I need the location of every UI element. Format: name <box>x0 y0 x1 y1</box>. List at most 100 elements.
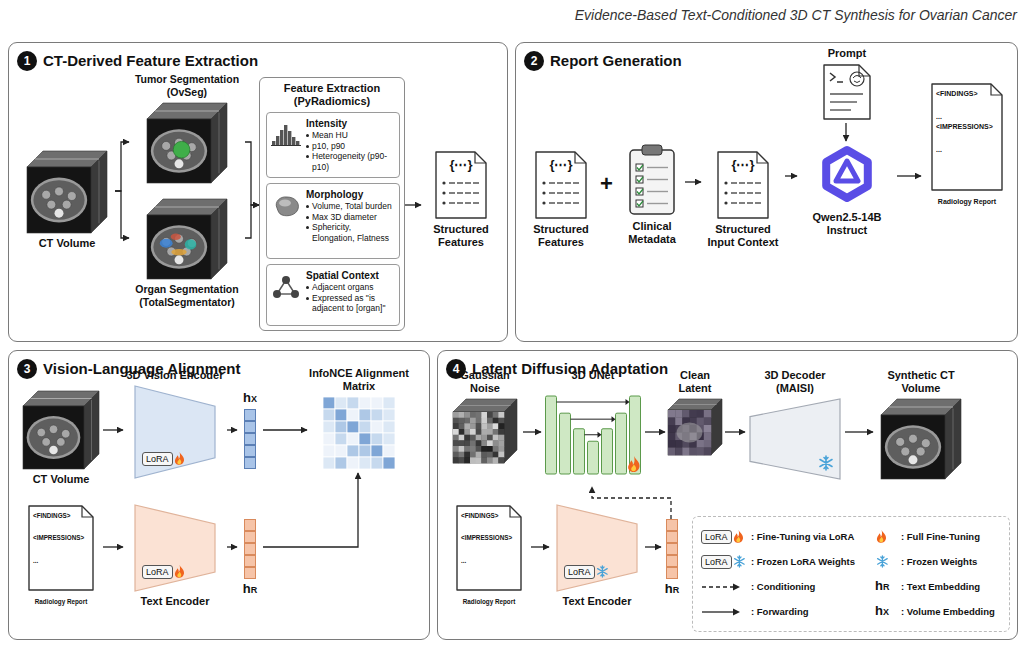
graphic-part <box>750 399 840 479</box>
panel-heading: CT-Derived Feature Extraction <box>43 51 258 71</box>
node-label: Clinical Metadata <box>619 220 685 246</box>
graphic-part <box>830 109 851 110</box>
graphic-part <box>49 446 58 455</box>
node-label: Qwen2.5-14B Instruct <box>797 211 897 237</box>
graphic-part <box>668 425 676 433</box>
cube-node: CT Volume <box>19 391 103 503</box>
graphic-part <box>820 456 832 470</box>
document-icon: <FINDINGS><IMPRESSIONS>... <box>28 505 94 591</box>
bullet-row: Expressed as "is adjacent to [organ]" <box>306 293 395 314</box>
node-label: Gaussian Noise <box>447 369 523 395</box>
graphic-part <box>464 435 470 441</box>
graphic-part <box>690 410 698 418</box>
graphic-part <box>881 399 961 479</box>
graphic-part <box>668 410 711 455</box>
graphic-part <box>160 239 173 248</box>
embedding-label: hX <box>243 391 257 406</box>
connector <box>405 204 421 205</box>
doc-node: {⋯}Structured Features <box>523 151 599 269</box>
graphic-part <box>244 519 256 579</box>
graphic-part <box>174 452 183 465</box>
enc-node: 3D Vision EncoderLoRA <box>123 369 227 487</box>
report-text: ... <box>936 112 942 122</box>
graphic-part <box>487 452 493 458</box>
unet-shape <box>543 386 643 476</box>
graphic-part <box>701 582 741 592</box>
lora-badge-group: LoRA <box>564 565 608 579</box>
graphic-part <box>549 182 579 183</box>
report-text: <IMPRESSIONS> <box>461 533 512 542</box>
doc-node: {⋯}Structured Features <box>421 151 501 269</box>
graphic-part <box>335 445 347 457</box>
legend-item: : Frozen Weights <box>875 553 1003 571</box>
graphic-part <box>323 445 335 457</box>
volume-cube <box>23 391 99 469</box>
graphic-part <box>245 532 256 543</box>
bullet-row: Max 3D diameter <box>306 212 395 223</box>
graphic-part <box>470 429 476 435</box>
report-text: ... <box>936 145 942 155</box>
document-icon: <FINDINGS>...<IMPRESSIONS>... <box>931 83 1003 191</box>
graphic-part <box>668 440 676 448</box>
icon-column <box>269 269 303 321</box>
graphic-part <box>244 409 256 469</box>
graphic-part <box>668 399 722 455</box>
doc-symbol: {⋯} <box>549 157 572 173</box>
bullet-text: Mean HU <box>312 130 348 141</box>
graphic-part <box>830 73 835 81</box>
graphic-part <box>631 465 636 472</box>
graphic-part <box>830 101 857 102</box>
connector <box>531 546 549 547</box>
graphic-part <box>84 391 99 469</box>
graphic-part <box>853 76 861 83</box>
graphic-part <box>896 437 905 446</box>
graphic-part <box>453 440 459 446</box>
graphic-part <box>543 386 643 476</box>
graphic-part <box>820 456 832 470</box>
graphic-part <box>476 446 482 452</box>
doc-node: <FINDINGS><IMPRESSIONS>...Radiology Repo… <box>447 505 531 633</box>
graphic-part <box>887 428 938 466</box>
legend-item: hR: Text Embedding <box>875 578 1003 596</box>
graphic-part <box>826 150 868 198</box>
graphic-part <box>371 457 383 469</box>
graphic-part <box>881 415 945 479</box>
emb-node: hR <box>661 519 683 597</box>
graphic-part <box>271 145 301 146</box>
report-text: ... <box>461 556 466 565</box>
graphic-part <box>177 459 181 464</box>
graphic-part <box>733 555 745 569</box>
cube-node: CT Volume <box>19 151 115 275</box>
icon-column <box>269 188 303 254</box>
connector <box>227 546 237 547</box>
bullet-dot <box>306 226 309 229</box>
lora-badge: LoRA <box>701 555 732 569</box>
sub-heading: Intensity <box>306 117 395 130</box>
graphic-part <box>245 422 256 433</box>
graphic-part <box>487 429 493 435</box>
graphic-part <box>878 555 888 566</box>
graphic-part <box>675 440 683 448</box>
graphic-part <box>487 440 493 446</box>
graphic-part <box>151 129 207 173</box>
cube-node: Tumor Segmentation (OvSeg) <box>129 73 245 191</box>
graphic-part <box>82 506 93 517</box>
graphic-part <box>836 161 858 181</box>
encoder-shape: LoRA <box>135 505 215 591</box>
connector <box>845 431 873 432</box>
graphic-part <box>55 187 64 196</box>
graphic-part <box>162 141 171 150</box>
graphic-part <box>734 555 744 566</box>
graphic-part <box>481 412 487 418</box>
status-icon <box>174 565 186 579</box>
bullet-dot <box>306 286 309 289</box>
graphic-part <box>335 421 347 433</box>
connector <box>245 142 259 205</box>
graphic-part <box>616 413 627 474</box>
graphic-part <box>647 179 668 180</box>
node-label: Radiology Report <box>19 595 103 608</box>
graphic-part <box>668 410 676 418</box>
graphic-part <box>476 452 482 458</box>
panel-node: 4Latent Diffusion AdaptationGaussian Noi… <box>437 350 1018 640</box>
feature-heading: Feature Extraction (PyRadiomics) <box>264 82 400 108</box>
